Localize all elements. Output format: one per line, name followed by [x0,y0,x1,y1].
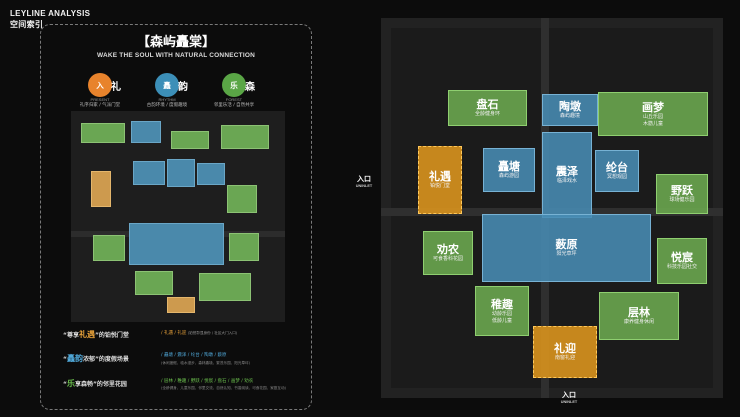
zone-liying: 礼迎南窗礼迎 [533,326,597,378]
mini-zone [227,185,257,213]
legend-tags-2: / 矗塘 / 震泽 / 纶台 / 陶墩 / 薮原 [161,353,227,358]
mini-zone [167,297,195,313]
mini-zone [91,171,111,207]
mini-zone [135,271,173,295]
badge-present-desc: 礼序归家 / 气派门堂 [79,103,121,108]
mini-zone [81,123,125,143]
concept-card: 【森屿矗棠】 WAKE THE SOUL WITH NATURAL CONNEC… [40,24,312,410]
legend-tags-3: / 层林 / 稚趣 / 野跃 / 悦宸 / 盘石 / 画梦 / 劝农 [161,379,254,384]
mini-zone [171,131,209,149]
entrance-west-label: 入口 [357,176,371,183]
legend-sub-2: (休闲度假、临水漫步、森林趣境、繁茂乐园、阳光草坪) [161,361,251,365]
entrance-south: 入口 UNINLET [556,390,582,404]
zone-luntai: 纶台冥想观园 [595,150,639,192]
badge-rhythm-name: 韵 [178,82,188,93]
site-plan-map: 盘石全龄健身环 陶墩森屿趣境 画梦山丘乐园 木筋儿童 矗塘森屿游园 震泽临泽戏水… [381,18,723,398]
entrance-south-en: UNINLET [560,400,578,404]
mini-zone [93,235,125,261]
card-subtitle: WAKE THE SOUL WITH NATURAL CONNECTION [97,52,255,59]
header-title-en: LEYLINE ANALYSIS [10,9,91,18]
zone-quannong: 劝农可食香科花园 [423,231,473,275]
legend-line-3: “乐享森畅”的邻里花园 [63,379,127,388]
mini-site-plan [71,111,285,322]
badge-rhythm-icon: 矗 [155,73,179,97]
entrance-south-label: 入口 [562,392,576,399]
mini-zone [131,121,161,143]
mini-zone [133,161,165,185]
legend-line-2: “矗韵浓郁”的度假场景 [63,354,129,363]
entrance-west: 入口 UNINLET [352,174,376,188]
mini-zone [167,159,195,187]
legend-tags-1: / 礼遇 / 礼迎 (铂悦彰显身份 / 社区大门入口) [161,331,238,336]
legend-line-1: “尊享礼遇”的铂悦门堂 [63,330,129,339]
mini-zone [199,273,251,301]
mini-zone [197,163,225,185]
badge-present-name: 礼 [111,82,121,93]
zone-panshi: 盘石全龄健身环 [448,90,527,126]
entrance-west-en: UNINLET [355,184,373,188]
zone-cenglin: 层林康养健身休闲 [599,292,679,340]
badge-rhythm-en: RHYTHM [158,97,176,102]
badge-forest-desc: 邻里乐活 / 自然共享 [213,103,255,108]
zone-souyuan: 薮原阳光草坪 [482,214,651,282]
zone-yeyue: 野跃球场健乐园 [656,174,708,214]
zone-zhenze: 震泽临泽戏水 [542,132,592,218]
zone-huameng: 画梦山丘乐园 木筋儿童 [598,92,708,136]
mini-zone [229,233,259,261]
zone-chutang: 矗塘森屿游园 [483,148,535,192]
zone-yuechen: 悦宸科技乐园社交 [657,238,707,284]
zone-zhiqu: 稚趣幼龄乐园 低龄儿童 [475,286,529,336]
header-title-cn: 空间索引 [10,20,44,29]
badge-forest-name: 森 [245,82,255,93]
zone-taodun: 陶墩森屿趣境 [542,94,598,126]
badge-forest-icon: 乐 [222,73,246,97]
zone-liyu: 礼遇铂悦门堂 [418,146,462,214]
card-title: 【森屿矗棠】 [136,35,215,50]
mini-zone [221,125,269,149]
header: LEYLINE ANALYSIS 空间索引 [10,8,90,30]
badge-rhythm-desc: 古韵环境 / 度假趣境 [146,103,188,108]
mini-zone [129,223,224,265]
badge-present-icon: 入 [88,73,112,97]
badge-present-en: PRESENT [90,97,110,102]
legend-sub-3: (全龄健身、儿童乐园、邻里交流、自然认知、书香阅读、可食花园、家庭互动) [161,386,286,390]
badge-forest-en: FOREST [225,97,243,102]
